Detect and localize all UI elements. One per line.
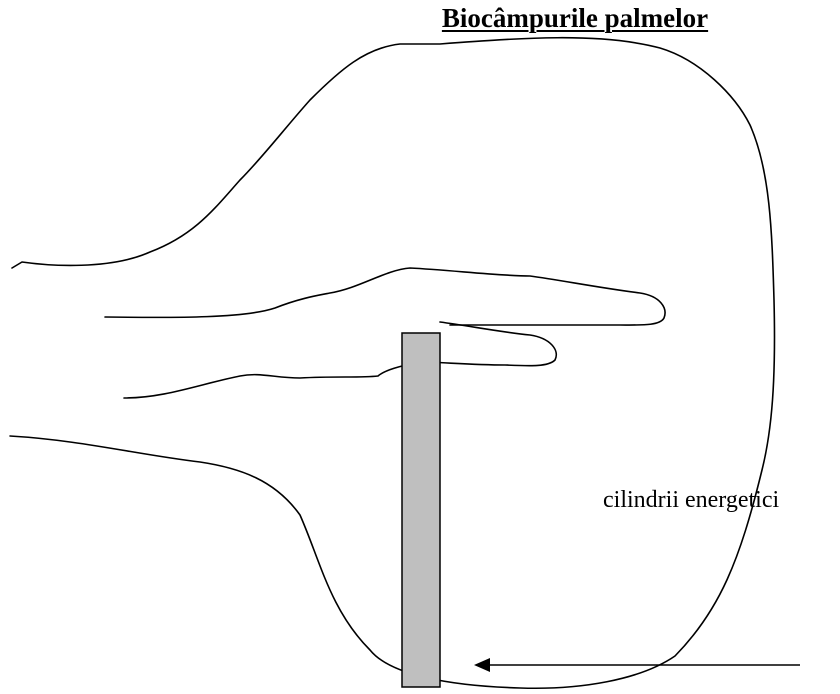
energy-cylinders-label: cilindrii energetici [603, 487, 779, 514]
energy-cylinder [402, 333, 440, 687]
pointer-arrow-head [474, 658, 490, 672]
biofield-aura-outline [10, 38, 775, 689]
diagram-title: Biocâmpurile palmelor [402, 3, 748, 34]
lower-finger-outline [124, 322, 556, 398]
upper-finger-outline [105, 268, 665, 325]
